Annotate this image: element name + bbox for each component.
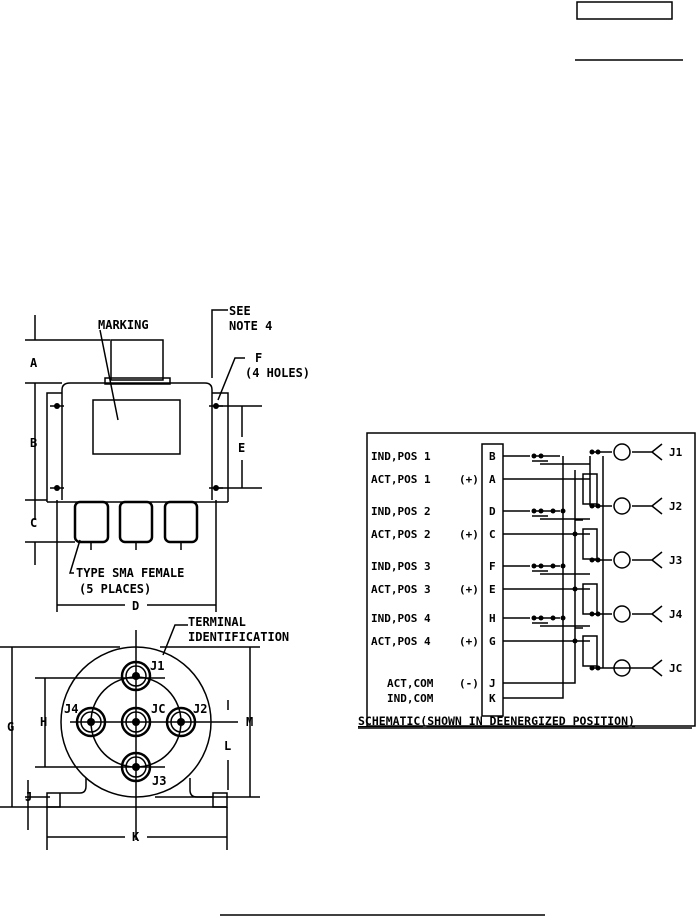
dim-c: C (30, 516, 37, 530)
schematic-port-J3: J3 (669, 554, 682, 567)
schematic-row-label: ACT,POS 1 (371, 473, 431, 486)
see-label: SEE (229, 304, 251, 318)
port-connectors (75, 660, 197, 783)
schematic-row-label: ACT,POS 4 (371, 635, 431, 648)
port-jc-label: JC (151, 702, 165, 716)
dim-h: H (40, 715, 47, 729)
coax-port-icon (613, 443, 631, 461)
note-4-label: NOTE 4 (229, 319, 272, 333)
schematic-port-J2: J2 (669, 500, 682, 513)
title-box (576, 1, 673, 20)
relay-coil (582, 635, 598, 667)
schematic-wiring (503, 443, 663, 699)
dim-g: G (7, 720, 14, 734)
schematic-pin-H: H (489, 612, 496, 625)
dim-j: J (25, 790, 32, 804)
terminal-label: TERMINAL (188, 615, 246, 629)
end-view: TERMINAL IDENTIFICATION J1 J4 JC J2 J3 G… (0, 615, 289, 850)
schematic-pin-C: C (489, 528, 496, 541)
schematic-port-JC: JC (669, 662, 682, 675)
holes-label: (4 HOLES) (245, 366, 310, 380)
port-j4-label: J4 (64, 702, 78, 716)
terminal-block (481, 443, 504, 717)
schematic-pin-F: F (489, 560, 496, 573)
top-view: MARKING SEE NOTE 4 F (4 HOLES) TYPE SMA … (25, 304, 310, 613)
schematic-row-sign: (+) (459, 583, 479, 596)
flange (46, 392, 229, 502)
schematic-row-sign: (+) (459, 528, 479, 541)
schematic-pin-E: E (489, 583, 496, 596)
connector-type-label: TYPE SMA FEMALE (76, 566, 184, 580)
schematic-row-sign: (+) (459, 635, 479, 648)
dim-b: B (30, 436, 37, 450)
dim-f: F (255, 351, 262, 365)
schematic-row-label: ACT,POS 2 (371, 528, 431, 541)
port-j3-label: J3 (152, 774, 166, 788)
schematic-pin-B: B (489, 450, 496, 463)
port-j1-label: J1 (150, 659, 164, 673)
schematic-row-label: ACT,COM (387, 677, 434, 690)
schematic-pin-K: K (489, 692, 496, 705)
sma-connectors (73, 500, 199, 550)
coax-port-icon (613, 605, 631, 623)
coax-port-icon (613, 497, 631, 515)
dim-d: D (132, 599, 139, 613)
schematic-row-sign: (-) (459, 677, 479, 690)
mounting-hole (50, 403, 223, 491)
schematic-port-J4: J4 (669, 608, 683, 621)
schematic-row-label: IND,COM (387, 692, 434, 705)
schematic-pin-D: D (489, 505, 496, 518)
coax-port-icon (613, 551, 631, 569)
dim-a: A (30, 356, 38, 370)
dim-m: M (246, 715, 253, 729)
schematic-port-J1: J1 (669, 446, 683, 459)
schematic-row-label: IND,POS 3 (371, 560, 431, 573)
mounting-feet (46, 778, 228, 808)
port-j2-label: J2 (193, 702, 207, 716)
schematic-row-sign: (+) (459, 473, 479, 486)
dim-l: L (224, 739, 231, 753)
marking-label: MARKING (98, 318, 149, 332)
marking-plate (92, 399, 181, 455)
schematic-frame (366, 432, 696, 727)
schematic-row-label: IND,POS 1 (371, 450, 431, 463)
places-label: (5 PLACES) (79, 582, 151, 596)
schematic-row-label: ACT,POS 3 (371, 583, 431, 596)
top-connector (110, 339, 164, 381)
switch-body (61, 382, 213, 500)
identification-label: IDENTIFICATION (188, 630, 289, 644)
schematic-pin-J: J (489, 677, 496, 690)
dim-k: K (132, 830, 140, 844)
schematic-caption: SCHEMATIC(SHOWN IN DEENERGIZED POSITION) (358, 714, 635, 728)
schematic-pin-A: A (489, 473, 496, 486)
schematic-row-label: IND,POS 2 (371, 505, 431, 518)
schematic: IND,POS 1 B ACT,POS 1 (+) A IND,POS 2 D ACT,POS… (358, 432, 696, 729)
dim-e: E (238, 441, 245, 455)
schematic-row-label: IND,POS 4 (371, 612, 431, 625)
schematic-pin-G: G (489, 635, 496, 648)
